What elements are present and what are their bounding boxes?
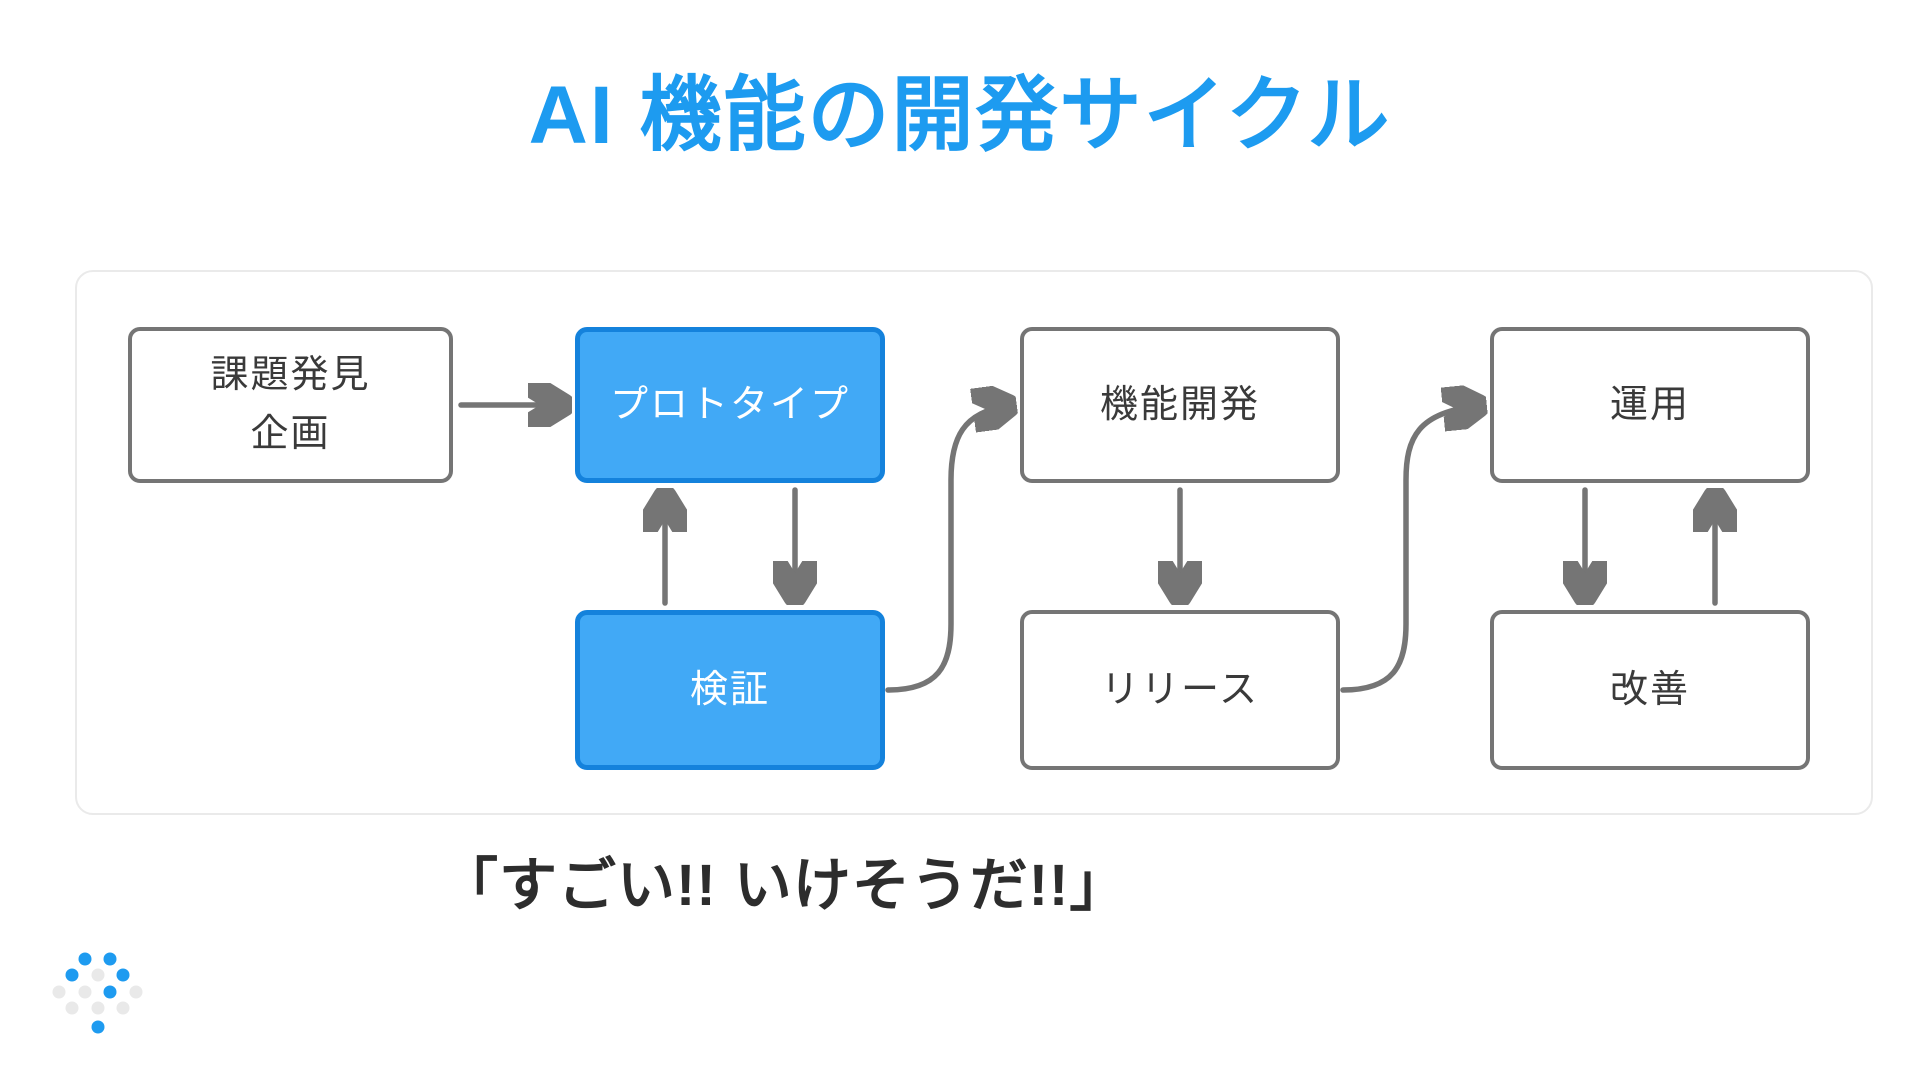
quote-text: 「すごい!! いけそうだ!!」 — [440, 853, 1129, 918]
logo-dot — [65, 1001, 79, 1015]
logo-dot — [91, 1020, 105, 1034]
logo-dot — [78, 985, 92, 999]
logo-dot — [91, 968, 105, 982]
node-improvement-label: 改善 — [1609, 668, 1690, 711]
node-prototype-label: プロトタイプ — [609, 383, 850, 426]
slide-title: AI 機能の開発サイクル — [528, 70, 1392, 161]
node-operation-label: 運用 — [1609, 383, 1690, 426]
node-planning-label-line1: 課題発見 — [210, 354, 371, 397]
logo-dot — [103, 952, 117, 966]
node-verification: 検証 — [575, 610, 885, 770]
logo-dot — [129, 985, 143, 999]
logo-dot — [65, 968, 79, 982]
logo-dot — [91, 1001, 105, 1015]
node-operation: 運用 — [1490, 327, 1810, 483]
logo-dot — [116, 1001, 130, 1015]
node-planning-label-line2: 企画 — [250, 413, 331, 455]
node-development-label: 機能開発 — [1099, 383, 1260, 426]
brand-logo-icon — [52, 952, 143, 1034]
node-planning: 課題発見 企画 — [128, 327, 453, 483]
logo-dot — [78, 952, 92, 966]
node-development: 機能開発 — [1020, 327, 1340, 483]
logo-dot — [116, 968, 130, 982]
node-verification-label: 検証 — [689, 668, 770, 711]
logo-dot — [103, 985, 117, 999]
node-release: リリース — [1020, 610, 1340, 770]
logo-dot — [52, 985, 66, 999]
node-release-label: リリース — [1100, 668, 1260, 711]
node-prototype: プロトタイプ — [575, 327, 885, 483]
node-improvement: 改善 — [1490, 610, 1810, 770]
